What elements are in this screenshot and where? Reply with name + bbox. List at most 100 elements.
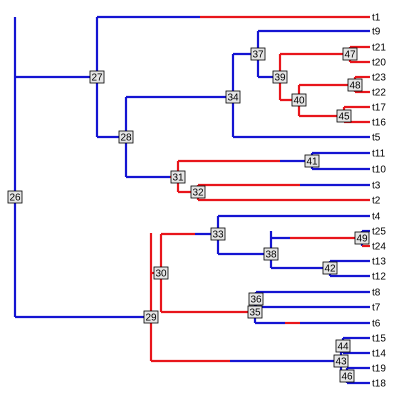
tip-label-t20: t20 bbox=[372, 58, 386, 69]
node-label-32: 32 bbox=[190, 185, 206, 199]
node-text-31: 31 bbox=[172, 173, 184, 184]
node-text-32: 32 bbox=[192, 188, 204, 199]
node-text-39: 39 bbox=[274, 73, 286, 84]
node-label-49: 49 bbox=[354, 231, 370, 245]
node-box-44 bbox=[335, 339, 351, 353]
tip-label-t25: t25 bbox=[372, 227, 386, 238]
node-labels: 26 27 28 29 30 31 32 33 34 35 36 37 38 39 40 41 42 43 44 45… bbox=[7, 47, 370, 383]
tip-label-t6: t6 bbox=[372, 319, 381, 330]
node-box-38 bbox=[263, 247, 279, 261]
node-label-36: 36 bbox=[248, 292, 264, 306]
tip-label-t22: t22 bbox=[372, 88, 386, 99]
node-box-29 bbox=[143, 310, 159, 324]
node-box-48 bbox=[347, 78, 363, 92]
node-text-28: 28 bbox=[120, 133, 132, 144]
node-label-43: 43 bbox=[333, 354, 349, 368]
node-box-43 bbox=[333, 354, 349, 368]
tip-label-t24: t24 bbox=[372, 242, 386, 253]
tip-label-t8: t8 bbox=[372, 288, 381, 299]
node-text-42: 42 bbox=[324, 264, 336, 275]
node-text-34: 34 bbox=[227, 93, 239, 104]
node-box-28 bbox=[118, 130, 134, 144]
tip-label-t10: t10 bbox=[372, 165, 386, 176]
node-text-48: 48 bbox=[349, 81, 361, 92]
node-box-40 bbox=[291, 93, 307, 107]
node-box-45 bbox=[336, 109, 352, 123]
node-box-35 bbox=[247, 305, 263, 319]
node-text-41: 41 bbox=[306, 157, 318, 168]
tip-label-t12: t12 bbox=[372, 272, 386, 283]
node-label-37: 37 bbox=[250, 47, 266, 61]
node-label-29: 29 bbox=[143, 310, 159, 324]
node-label-34: 34 bbox=[225, 90, 241, 104]
tip-label-t11: t11 bbox=[372, 149, 386, 160]
tip-label-t21: t21 bbox=[372, 43, 386, 54]
tip-label-t2: t2 bbox=[372, 196, 381, 207]
node-label-45: 45 bbox=[336, 109, 352, 123]
tip-label-t23: t23 bbox=[372, 73, 386, 84]
tip-labels: t1 t9 t21 t20 t23 t22 t17 t16 t5 t11 t10 t3 t2 t4 t25 t… bbox=[372, 13, 386, 390]
node-box-34 bbox=[225, 90, 241, 104]
node-box-46 bbox=[339, 369, 355, 383]
node-text-38: 38 bbox=[265, 250, 277, 261]
node-text-37: 37 bbox=[252, 50, 264, 61]
node-text-33: 33 bbox=[212, 230, 224, 241]
node-box-30 bbox=[153, 266, 169, 280]
node-label-31: 31 bbox=[170, 170, 186, 184]
node-text-45: 45 bbox=[338, 112, 350, 123]
node-box-33 bbox=[210, 227, 226, 241]
node-box-47 bbox=[342, 47, 358, 61]
tree-edges bbox=[13, 15, 370, 385]
node-box-27 bbox=[89, 70, 105, 84]
node-text-47: 47 bbox=[344, 50, 356, 61]
node-label-42: 42 bbox=[322, 261, 338, 275]
tip-label-t3: t3 bbox=[372, 181, 381, 192]
node-label-27: 27 bbox=[89, 70, 105, 84]
tip-label-t7: t7 bbox=[372, 303, 381, 314]
node-text-40: 40 bbox=[293, 96, 305, 107]
node-label-26: 26 bbox=[7, 190, 23, 204]
node-box-41 bbox=[304, 154, 320, 168]
tip-label-t13: t13 bbox=[372, 257, 386, 268]
node-label-40: 40 bbox=[291, 93, 307, 107]
node-box-42 bbox=[322, 261, 338, 275]
node-text-36: 36 bbox=[250, 295, 262, 306]
tip-label-t1: t1 bbox=[372, 13, 381, 24]
node-label-48: 48 bbox=[347, 78, 363, 92]
node-label-35: 35 bbox=[247, 305, 263, 319]
node-box-49 bbox=[354, 231, 370, 245]
tip-label-t4: t4 bbox=[372, 212, 381, 223]
tip-label-t16: t16 bbox=[372, 118, 386, 129]
node-label-30: 30 bbox=[153, 266, 169, 280]
node-box-36 bbox=[248, 292, 264, 306]
tip-label-t17: t17 bbox=[372, 103, 386, 114]
node-text-43: 43 bbox=[335, 357, 347, 368]
node-text-26: 26 bbox=[9, 193, 21, 204]
node-text-35: 35 bbox=[249, 308, 261, 319]
node-text-27: 27 bbox=[91, 73, 103, 84]
node-text-46: 46 bbox=[341, 372, 353, 383]
node-label-41: 41 bbox=[304, 154, 320, 168]
node-label-28: 28 bbox=[118, 130, 134, 144]
tip-label-t14: t14 bbox=[372, 349, 386, 360]
node-text-49: 49 bbox=[356, 234, 368, 245]
node-label-39: 39 bbox=[272, 70, 288, 84]
tip-label-t15: t15 bbox=[372, 334, 386, 345]
node-box-32 bbox=[190, 185, 206, 199]
node-text-30: 30 bbox=[155, 269, 167, 280]
node-box-31 bbox=[170, 170, 186, 184]
node-box-26 bbox=[7, 190, 23, 204]
tip-label-t19: t19 bbox=[372, 364, 386, 375]
node-box-37 bbox=[250, 47, 266, 61]
node-label-44: 44 bbox=[335, 339, 351, 353]
node-label-38: 38 bbox=[263, 247, 279, 261]
node-text-29: 29 bbox=[145, 313, 157, 324]
node-label-33: 33 bbox=[210, 227, 226, 241]
tip-label-t9: t9 bbox=[372, 27, 381, 38]
node-box-39 bbox=[272, 70, 288, 84]
tip-label-t5: t5 bbox=[372, 133, 381, 144]
node-text-44: 44 bbox=[337, 342, 349, 353]
tip-label-t18: t18 bbox=[372, 379, 386, 390]
node-label-47: 47 bbox=[342, 47, 358, 61]
